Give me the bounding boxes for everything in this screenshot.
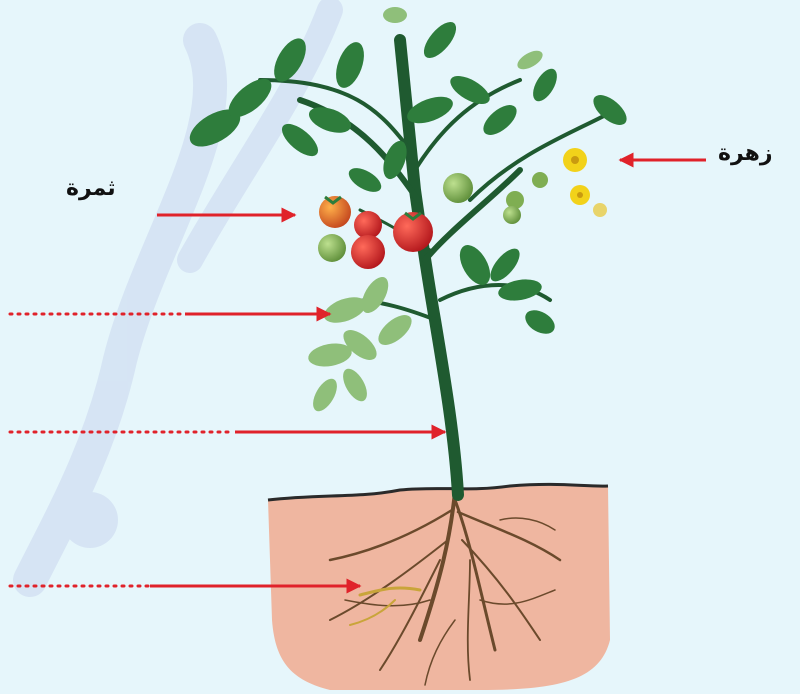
label-flower: زهرة (718, 141, 773, 166)
label-fruit: ثمرة (66, 176, 116, 201)
watermark (30, 10, 330, 580)
